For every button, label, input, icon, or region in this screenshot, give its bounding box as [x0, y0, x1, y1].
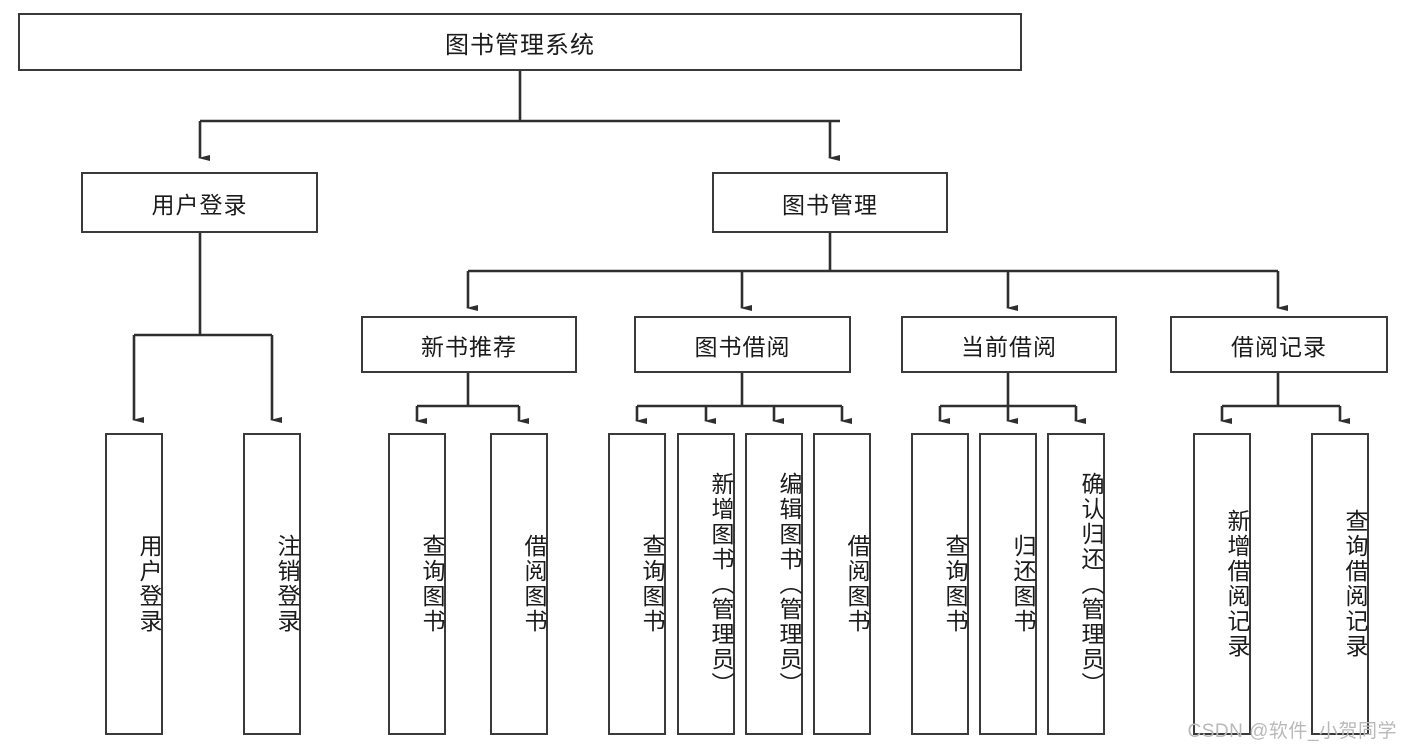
node-leaf-bookborrow-edit-book[interactable]: 编辑图书（管理员） [745, 433, 803, 735]
node-leaf-bookborrow-query-book-label: 查询图书 [639, 534, 665, 634]
node-current-borrow[interactable]: 当前借阅 [901, 316, 1117, 373]
node-leaf-user-login-label: 用户登录 [136, 534, 162, 634]
node-user-login-label: 用户登录 [151, 191, 248, 218]
node-leaf-newbook-borrow-book[interactable]: 借阅图书 [490, 433, 548, 735]
node-leaf-bookborrow-add-book[interactable]: 新增图书（管理员） [677, 433, 735, 735]
node-leaf-bookborrow-borrow-book[interactable]: 借阅图书 [813, 433, 871, 735]
node-leaf-bookborrow-borrow-book-label: 借阅图书 [844, 534, 870, 634]
node-leaf-bookborrow-edit-book-label: 编辑图书（管理员） [776, 471, 802, 697]
node-book-borrow-label: 图书借阅 [694, 333, 791, 360]
node-borrow-record[interactable]: 借阅记录 [1170, 316, 1388, 373]
node-leaf-logout-label: 注销登录 [274, 534, 300, 634]
node-user-login[interactable]: 用户登录 [81, 172, 318, 233]
node-leaf-newbook-query-book[interactable]: 查询图书 [388, 433, 446, 735]
node-root[interactable]: 图书管理系统 [18, 13, 1022, 71]
node-book-manage[interactable]: 图书管理 [712, 172, 948, 233]
node-borrow-record-label: 借阅记录 [1231, 333, 1327, 360]
node-leaf-currentborrow-confirm-return-label: 确认归还（管理员） [1078, 471, 1104, 697]
node-leaf-currentborrow-return-book[interactable]: 归还图书 [979, 433, 1037, 735]
node-leaf-currentborrow-return-book-label: 归还图书 [1010, 534, 1036, 634]
node-leaf-borrowrecord-add-record[interactable]: 新增借阅记录 [1193, 433, 1251, 735]
node-leaf-currentborrow-query-book[interactable]: 查询图书 [911, 433, 969, 735]
node-leaf-borrowrecord-query-record[interactable]: 查询借阅记录 [1311, 433, 1369, 735]
watermark: CSDN @软件_小贺同学 [1187, 721, 1397, 742]
node-leaf-borrowrecord-add-record-label: 新增借阅记录 [1224, 509, 1250, 659]
node-current-borrow-label: 当前借阅 [961, 333, 1057, 360]
node-leaf-logout[interactable]: 注销登录 [243, 433, 301, 735]
node-leaf-bookborrow-query-book[interactable]: 查询图书 [608, 433, 666, 735]
node-new-book-recommend[interactable]: 新书推荐 [361, 316, 577, 373]
node-leaf-currentborrow-query-book-label: 查询图书 [942, 534, 968, 634]
node-leaf-newbook-borrow-book-label: 借阅图书 [521, 534, 547, 634]
node-leaf-user-login[interactable]: 用户登录 [105, 433, 163, 735]
node-book-borrow[interactable]: 图书借阅 [634, 316, 851, 373]
node-leaf-currentborrow-confirm-return[interactable]: 确认归还（管理员） [1047, 433, 1105, 735]
node-root-label: 图书管理系统 [445, 31, 595, 59]
node-leaf-bookborrow-add-book-label: 新增图书（管理员） [708, 471, 734, 697]
node-book-manage-label: 图书管理 [782, 191, 878, 218]
node-leaf-borrowrecord-query-record-label: 查询借阅记录 [1342, 509, 1368, 659]
node-new-book-recommend-label: 新书推荐 [421, 333, 517, 360]
node-leaf-newbook-query-book-label: 查询图书 [419, 534, 445, 634]
